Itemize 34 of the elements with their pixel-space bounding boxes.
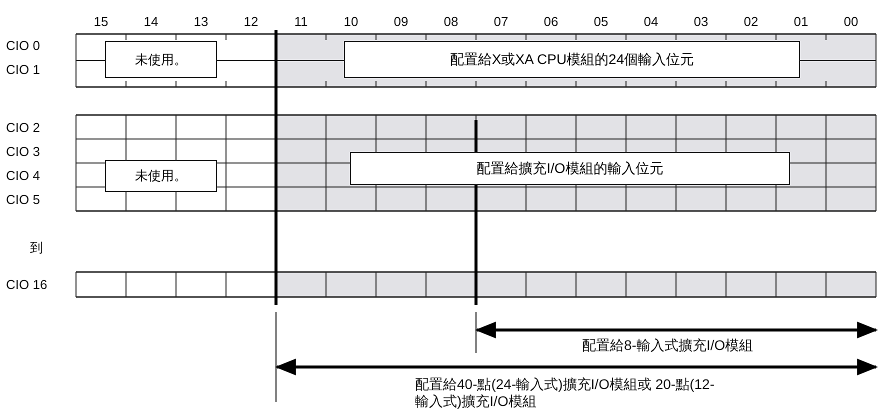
bit-number: 03 [692,14,710,29]
label-box [344,41,800,78]
channel-label: CIO 16 [6,277,48,292]
channel-label: CIO 5 [6,192,40,207]
dimension-label: 配置給40-點(24-輸入式)擴充I/O模組或 20-點(12-輸入式)擴充I/O模組 [415,376,716,410]
label-box [105,160,217,192]
bit-number: 09 [392,14,410,29]
channel-label: CIO 1 [6,62,40,77]
bit-number: 08 [442,14,460,29]
bit-number: 01 [792,14,810,29]
row-range-text: 到 [30,240,43,255]
bit-number: 04 [642,14,660,29]
bit-number: 05 [592,14,610,29]
box-text: 配置給擴充I/O模組的輸入位元 [476,160,664,178]
bit-number: 06 [542,14,560,29]
label-box [105,41,217,78]
bit-number: 15 [92,14,110,29]
bit-number: 12 [242,14,260,29]
label-box [350,152,790,185]
channel-label: CIO 4 [6,168,40,183]
channel-label: CIO 3 [6,144,40,159]
bit-number: 07 [492,14,510,29]
bit-number: 13 [192,14,210,29]
box-text: 未使用。 [135,50,187,68]
bit-number: 10 [342,14,360,29]
bit-number: 11 [293,14,309,29]
box-text: 未使用。 [135,167,187,185]
bit-number: 02 [742,14,760,29]
channel-label: CIO 0 [6,38,40,53]
channel-label: CIO 2 [6,120,40,135]
bit-number: 00 [842,14,860,29]
bit-number: 14 [142,14,160,29]
dimension-label: 配置給8-輸入式擴充I/O模組 [582,338,754,353]
box-text: 配置給X或XA CPU模組的24個輸入位元 [450,50,694,68]
